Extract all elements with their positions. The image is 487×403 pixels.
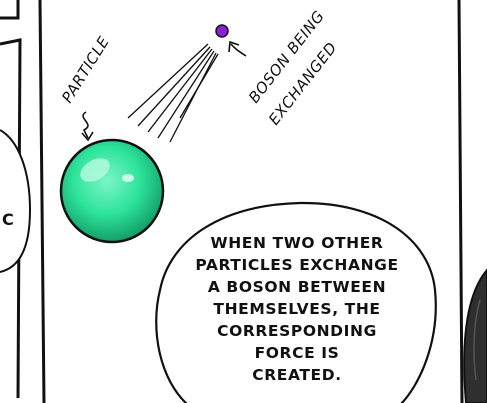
- speech-line: WHEN TWO OTHER: [168, 232, 426, 254]
- speech-line: CORRESPONDING: [168, 320, 426, 342]
- speech-line: PARTICLES EXCHANGE: [168, 254, 426, 276]
- speech-bubble-text: WHEN TWO OTHER PARTICLES EXCHANGE A BOSO…: [168, 232, 426, 386]
- speech-line: FORCE IS: [168, 342, 426, 364]
- speech-line: A BOSON BETWEEN: [168, 276, 426, 298]
- speech-line: CREATED.: [168, 364, 426, 386]
- speech-line: THEMSELVES, THE: [168, 298, 426, 320]
- boson-dot: [216, 25, 228, 37]
- particle-small-highlight: [122, 174, 134, 182]
- left-bubble-fragment-text: C: [2, 210, 14, 229]
- particle-sphere: [61, 140, 163, 242]
